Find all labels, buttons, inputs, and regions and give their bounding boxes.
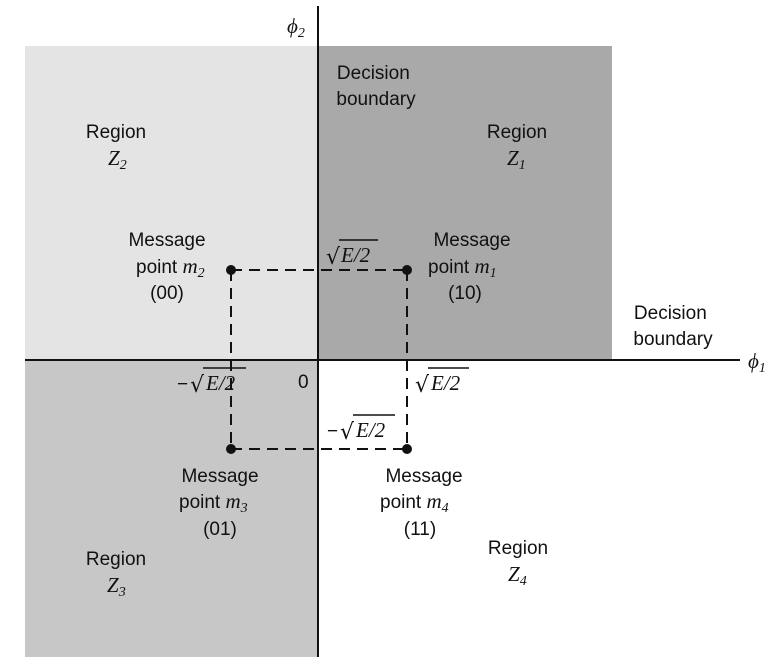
- coord-label-right-sqrt: √ E/2: [415, 367, 469, 398]
- svg-text:√: √: [340, 420, 355, 445]
- vertical-decision-boundary-label: Decision boundary: [336, 63, 416, 110]
- message-point-m3-dot: [226, 444, 236, 454]
- region-z3-label: Region Z3: [86, 549, 146, 600]
- svg-text:point m3: point m3: [179, 489, 248, 516]
- region-z1-label: Region Z1: [487, 122, 547, 173]
- svg-text:√: √: [326, 245, 341, 270]
- message-point-m2-dot: [226, 265, 236, 275]
- region-z3-fill: [25, 360, 318, 657]
- vertical-axis-label: ϕ2: [287, 14, 305, 41]
- svg-text:point m2: point m2: [136, 254, 205, 281]
- svg-text:point m1: point m1: [428, 254, 497, 281]
- svg-text:Z2: Z2: [108, 146, 127, 173]
- coord-label-bottom-neg-sqrt: − √ E/2: [327, 414, 395, 445]
- svg-text:E/2: E/2: [205, 371, 236, 395]
- message-point-m2-label: Message point m2 (00): [128, 230, 205, 304]
- svg-text:Message: Message: [128, 230, 205, 251]
- svg-text:E/2: E/2: [430, 371, 461, 395]
- message-point-m4-dot: [402, 444, 412, 454]
- origin-label: 0: [298, 372, 309, 393]
- horizontal-decision-boundary-label: Decision boundary: [633, 303, 713, 350]
- svg-text:(01): (01): [203, 519, 237, 540]
- svg-text:√: √: [415, 373, 430, 398]
- horizontal-axis-label: ϕ1: [748, 349, 766, 376]
- message-point-m3-label: Message point m3 (01): [179, 466, 259, 540]
- message-point-m4-label: Message point m4 (11): [380, 466, 463, 540]
- svg-text:Region: Region: [86, 122, 146, 143]
- svg-text:Region: Region: [487, 122, 547, 143]
- svg-text:Message: Message: [433, 230, 510, 251]
- svg-text:−: −: [327, 421, 338, 442]
- svg-text:(11): (11): [404, 519, 436, 540]
- region-z1-fill: [318, 46, 612, 360]
- svg-text:Message: Message: [385, 466, 462, 487]
- dashed-constellation-square: [230, 269, 408, 450]
- svg-text:Z1: Z1: [507, 146, 526, 173]
- svg-text:Message: Message: [181, 466, 258, 487]
- svg-text:(10): (10): [448, 283, 482, 304]
- svg-text:Z3: Z3: [107, 573, 126, 600]
- coord-label-left-neg-sqrt: − √ E/2: [177, 367, 246, 398]
- svg-text:E/2: E/2: [355, 418, 386, 442]
- coord-label-top-sqrt: √ E/2: [326, 239, 378, 270]
- svg-text:point m4: point m4: [380, 489, 449, 516]
- region-z4-label: Region Z4: [488, 538, 548, 589]
- svg-text:Region: Region: [86, 549, 146, 570]
- svg-text:E/2: E/2: [340, 243, 371, 267]
- svg-text:−: −: [177, 374, 188, 395]
- svg-text:Z4: Z4: [508, 562, 527, 589]
- svg-text:Region: Region: [488, 538, 548, 559]
- svg-text:(00): (00): [150, 283, 184, 304]
- message-point-m1-label: Message point m1 (10): [428, 230, 511, 304]
- message-point-m1-dot: [402, 265, 412, 275]
- region-z2-label: Region Z2: [86, 122, 146, 173]
- svg-text:√: √: [190, 373, 205, 398]
- region-z2-fill: [25, 46, 318, 360]
